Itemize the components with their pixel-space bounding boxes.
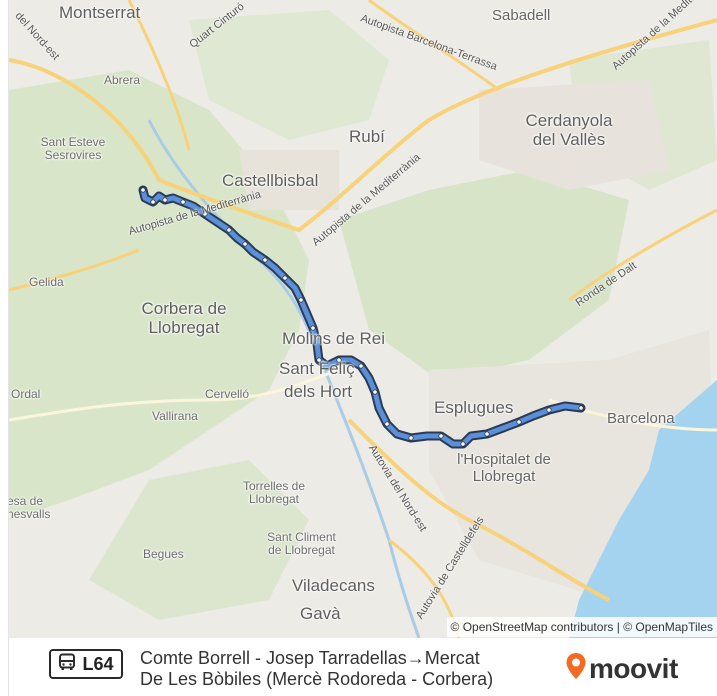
route-stop[interactable]	[202, 211, 208, 217]
place-gelida: Gelida	[29, 275, 64, 289]
place-corbera: Corbera de Llobregat	[141, 299, 227, 337]
route-stop[interactable]	[140, 187, 146, 193]
place-abrera: Abrera	[104, 73, 141, 87]
place-sant-climent: Sant Climent de Llobregat	[267, 530, 336, 558]
urban-area	[239, 150, 339, 210]
route-stop[interactable]	[298, 297, 304, 303]
place-cervello: Cervelló	[205, 387, 250, 401]
route-stop[interactable]	[336, 357, 342, 363]
route-footer: L64 Comte Borrell - Josep Tarradellas→Me…	[9, 638, 717, 696]
sea	[569, 380, 717, 638]
route-stop[interactable]	[460, 441, 466, 447]
highway	[127, 0, 191, 151]
place-begues: Begues	[143, 547, 184, 561]
highway	[347, 418, 610, 602]
route-stop[interactable]	[316, 357, 322, 363]
place-barcelona: Barcelona	[607, 410, 675, 427]
route-stop[interactable]	[242, 241, 248, 247]
place-cerdanyola: Cerdanyola del Vallès	[525, 111, 613, 149]
forest-area	[189, 10, 389, 140]
place-viladecans: Viladecans	[292, 576, 375, 595]
map-canvas	[9, 0, 717, 638]
route-stop[interactable]	[408, 435, 414, 441]
map-view[interactable]: Montserrat Sabadell Abrera Rubí Cerdanyo…	[9, 0, 717, 638]
route-stop[interactable]	[546, 407, 552, 413]
route-stop[interactable]	[578, 405, 584, 411]
highway	[368, 0, 500, 92]
route-stop[interactable]	[282, 275, 288, 281]
forest-area	[339, 170, 629, 380]
place-sabadell: Sabadell	[492, 7, 551, 24]
route-stop[interactable]	[384, 421, 390, 427]
place-cesa: esa de nesvalls	[9, 494, 51, 522]
place-hortal: dels Hort	[284, 382, 353, 401]
route-stop[interactable]	[358, 363, 364, 369]
route-stop[interactable]	[484, 431, 490, 437]
place-gava: Gavà	[300, 604, 341, 623]
route-stop[interactable]	[180, 199, 186, 205]
forest-area	[89, 460, 309, 620]
route-line-l64[interactable]	[138, 185, 586, 449]
local-road	[9, 368, 340, 422]
route-name-line1: Comte Borrell - Josep Tarradellas→Mercat	[140, 648, 480, 668]
route-stop[interactable]	[310, 325, 316, 331]
route-stop[interactable]	[262, 257, 268, 263]
highway	[9, 18, 717, 233]
route-stop[interactable]	[438, 433, 444, 439]
moovit-logo[interactable]: moovit	[565, 652, 678, 685]
line-label: L64	[82, 653, 114, 674]
route-stop[interactable]	[162, 197, 168, 203]
place-sant-feliu: Sant Feliç	[279, 359, 355, 378]
left-edge	[0, 0, 9, 696]
route-stop[interactable]	[516, 419, 522, 425]
route-name: Comte Borrell - Josep Tarradellas→Mercat…	[140, 648, 540, 690]
brand-name: moovit	[589, 652, 678, 684]
highway	[9, 248, 140, 292]
route-stop[interactable]	[226, 227, 232, 233]
bus-icon	[58, 653, 76, 676]
place-ordal: Ordal	[11, 387, 41, 401]
line-badge[interactable]: L64	[49, 649, 123, 679]
highway	[568, 208, 717, 302]
location-pin-icon	[565, 652, 587, 685]
place-rubi: Rubí	[349, 127, 385, 146]
place-sant-esteve: Sant Esteve Sesrovires	[40, 135, 106, 163]
place-vallirana: Vallirana	[152, 409, 198, 423]
place-esplugues: Esplugues	[434, 398, 514, 417]
place-molins: Molins de Rei	[282, 329, 385, 348]
place-torrelles: Torrelles de Llobregat	[242, 479, 306, 507]
route-stop[interactable]	[372, 389, 378, 395]
urban-area	[479, 80, 669, 190]
map-attribution[interactable]: © OpenStreetMap contributors | © OpenMap…	[446, 617, 717, 637]
place-hospitalet: l'Hospitalet de Llobregat	[457, 451, 551, 485]
place-montserrat: Montserrat	[59, 3, 141, 22]
route-stop[interactable]	[150, 199, 156, 205]
place-castellbisbal: Castellbisbal	[222, 171, 319, 190]
route-name-line2: De Les Bòbiles (Mercè Rodoreda - Corbera…	[140, 669, 494, 689]
